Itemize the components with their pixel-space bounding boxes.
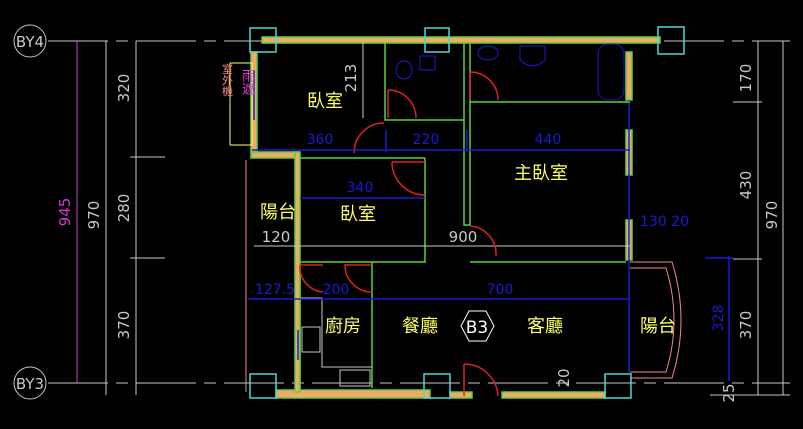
dim-213: 213 — [342, 64, 360, 93]
dim-170: 170 — [737, 64, 755, 93]
outdoor-unit-label: 室外機 — [221, 62, 234, 97]
balcony-right-rail — [630, 261, 682, 379]
wall-right-1 — [625, 51, 633, 101]
stove-icon — [339, 369, 371, 387]
doors — [299, 71, 499, 397]
canopy-outline — [229, 62, 253, 146]
dim-20: 20 — [555, 368, 573, 387]
dim-945: 945 — [56, 198, 74, 227]
dim-970-left: 970 — [85, 201, 103, 230]
wall-bottom-right — [501, 391, 606, 399]
room-label-bedroom-1: 臥室 — [307, 91, 343, 112]
room-label-dining: 餐廳 — [402, 316, 438, 337]
column — [249, 373, 277, 399]
unit-tag: B3 — [460, 310, 495, 342]
column — [657, 26, 685, 55]
grid-label-top: BY4 — [16, 33, 44, 51]
column — [423, 373, 451, 399]
dim-360: 360 — [307, 132, 334, 148]
dim-370-right: 370 — [737, 311, 755, 340]
grid-bubble-by4: BY4 — [13, 24, 47, 58]
column — [604, 373, 632, 399]
bathroom-fixtures — [395, 43, 625, 101]
dim-430: 430 — [737, 171, 755, 200]
grid-bubble-by3: BY3 — [13, 366, 47, 400]
dim-130-20: 130 20 — [640, 214, 689, 230]
room-label-kitchen: 廚房 — [325, 315, 361, 337]
dim-200: 200 — [323, 282, 350, 298]
room-label-bedroom-2: 臥室 — [340, 204, 376, 225]
grid-label-bottom: BY3 — [16, 375, 44, 393]
dim-280: 280 — [115, 194, 133, 223]
wall-bottom-mid — [449, 391, 473, 399]
column — [249, 27, 277, 53]
dim-700: 700 — [487, 282, 514, 298]
dim-440: 440 — [535, 132, 562, 148]
wall-balcony-top — [250, 151, 300, 159]
room-label-balcony-left: 陽台 — [260, 202, 296, 223]
dim-220: 220 — [413, 132, 440, 148]
column — [424, 27, 450, 53]
kitchen-fixtures — [300, 297, 372, 387]
unit-tag-label: B3 — [466, 318, 488, 338]
room-label-balcony-right: 陽台 — [640, 316, 676, 337]
dim-970-right: 970 — [763, 201, 781, 230]
dim-340: 340 — [347, 180, 374, 196]
room-label-master-bedroom: 主臥室 — [514, 163, 568, 184]
dim-900: 900 — [449, 228, 478, 246]
dim-25: 25 — [720, 383, 738, 402]
dim-370-left: 370 — [115, 311, 133, 340]
dim-328: 328 — [711, 305, 727, 332]
wall-top — [261, 36, 661, 44]
interior-partitions — [299, 43, 630, 388]
room-label-living: 客廳 — [527, 316, 563, 337]
dim-320: 320 — [115, 74, 133, 103]
dim-127-5: 127.5 — [255, 282, 295, 298]
dim-120: 120 — [262, 228, 291, 246]
